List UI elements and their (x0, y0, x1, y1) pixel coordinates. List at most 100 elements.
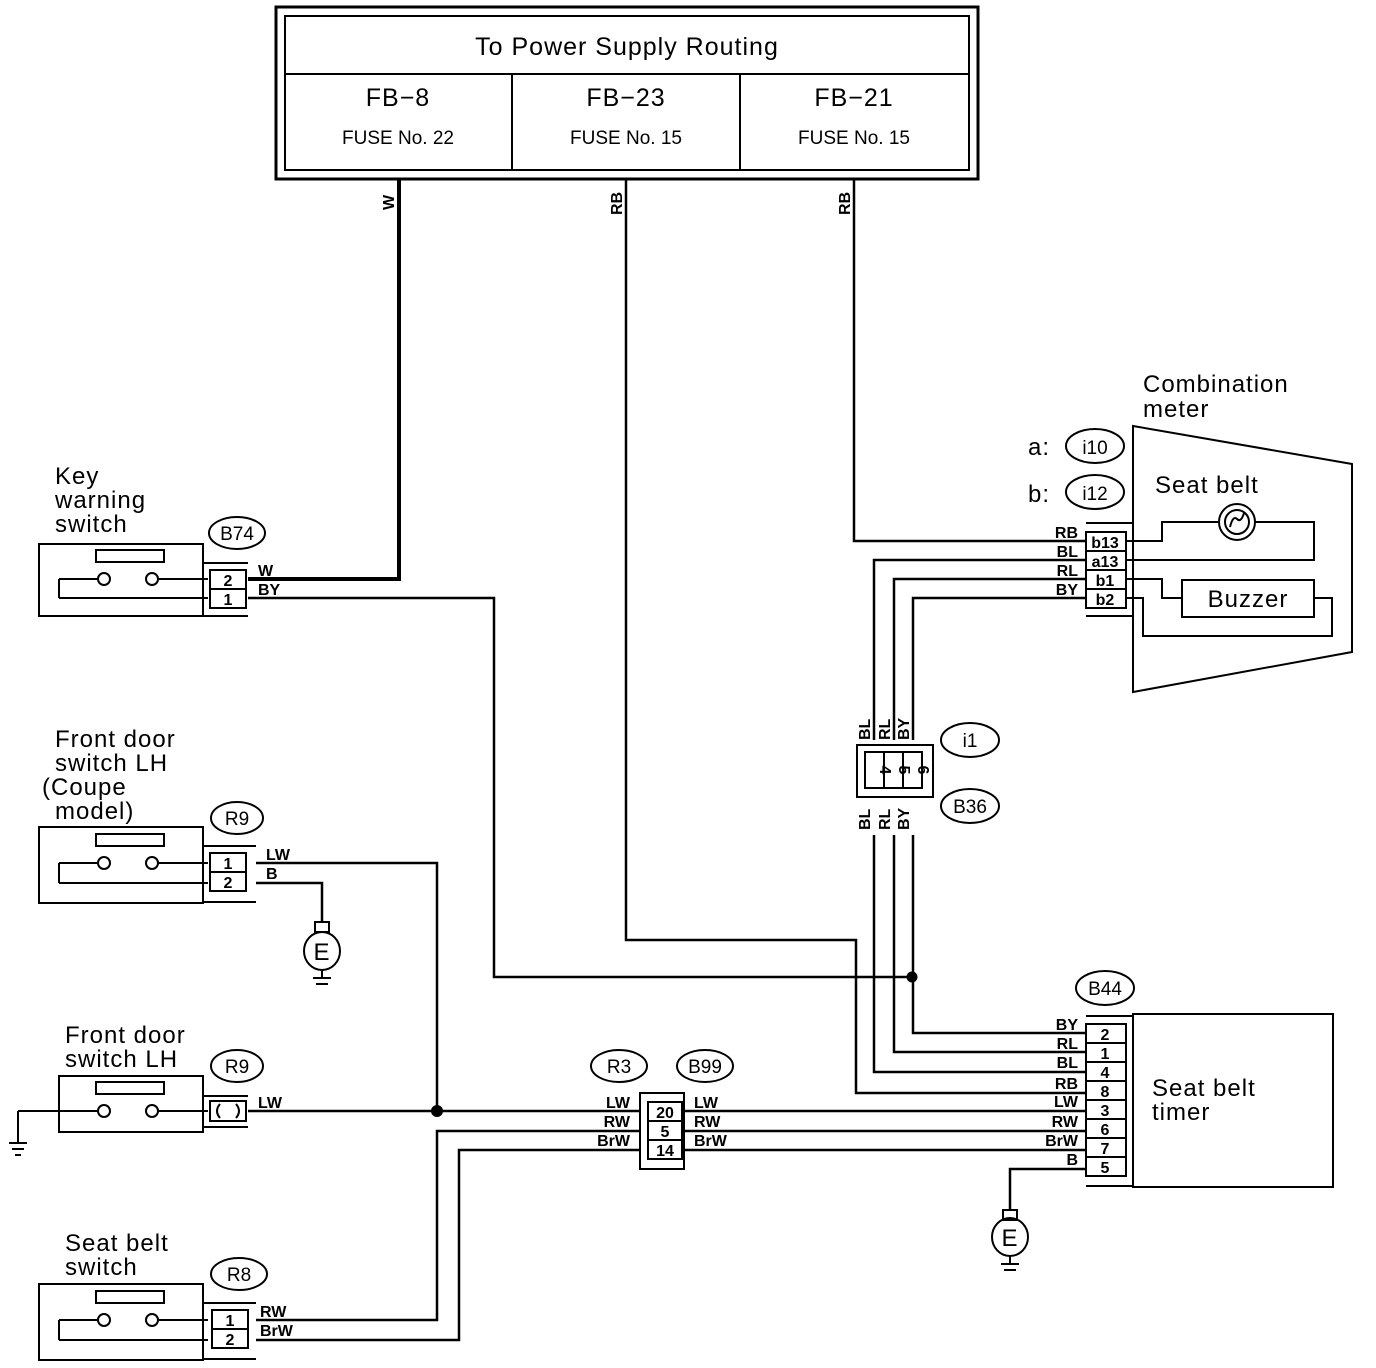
pin-r3-20: 20 (656, 1105, 674, 1122)
pin-r9-1: 1 (224, 856, 233, 873)
timer-label-2: timer (1152, 1099, 1210, 1126)
wire-bl-timer (872, 835, 1086, 1074)
wire-b-coupe (256, 881, 324, 922)
wire-label-by-b36: BY (896, 807, 913, 830)
front-door-switch: Front door switch LH R9 LW (9, 1022, 283, 1156)
coupe-label-3: (Coupe (42, 774, 127, 801)
wire-label-by-i1: BY (896, 717, 913, 740)
key-warning-label-2: warning (54, 487, 146, 514)
wire-label-rl-timer: RL (1057, 1036, 1079, 1053)
wire-label-rw-r3: RW (604, 1114, 631, 1131)
wire-rb-timer (624, 179, 1086, 1095)
wire-b-timer (1008, 1167, 1086, 1210)
meter-body (1132, 424, 1353, 694)
wire-label-rw-switch: RW (260, 1304, 287, 1321)
pin-meter-b2: b2 (1096, 592, 1115, 609)
wire-label-rl-b36: RL (877, 808, 894, 830)
fuse-block-2: FB−23 (586, 84, 665, 112)
wire-label-rb-meter: RB (1055, 525, 1078, 542)
pin-b44-3: 3 (1101, 1103, 1110, 1120)
wire-label-lw-b99: LW (694, 1095, 719, 1112)
pin-i1-4: 4 (876, 766, 893, 775)
connector-b36: B36 (953, 797, 987, 818)
connector-i10: i10 (1082, 438, 1107, 459)
switch-label-1: Seat belt (65, 1230, 169, 1257)
fuse-number-2: FUSE No. 15 (570, 128, 682, 149)
fuse-number-3: FUSE No. 15 (798, 128, 910, 149)
connector-r9: R9 (225, 1057, 249, 1078)
pin-meter-b13: b13 (1091, 535, 1119, 552)
feed-wire-label-rb1: RB (609, 192, 626, 215)
wire-label-b-timer: B (1066, 1152, 1078, 1169)
junction-dot-by (906, 971, 918, 983)
wire-label-by-meter: BY (1056, 582, 1079, 599)
pin-b44-7: 7 (1101, 1141, 1110, 1158)
key-warning-label-1: Key (55, 463, 99, 490)
coupe-label-2: switch LH (55, 750, 168, 777)
wire-label-rb-timer: RB (1055, 1076, 1078, 1093)
connector-b99: B99 (688, 1057, 722, 1078)
pin-i1-6: 6 (914, 766, 931, 775)
connector-i1: i1 (963, 731, 978, 752)
fuse-number-1: FUSE No. 22 (342, 128, 454, 149)
ground-label-coupe: E (313, 939, 330, 966)
pin-b44-5: 5 (1101, 1160, 1110, 1177)
seat-belt-lamp-label: Seat belt (1155, 472, 1259, 499)
wire-label-by: BY (258, 582, 281, 599)
seat-belt-timer: B44 Seat belt timer 2 1 4 8 3 6 7 5 BY R… (1045, 970, 1334, 1188)
meter-conn-a-prefix: a: (1028, 434, 1050, 461)
wire-label-rw-b99: RW (694, 1114, 721, 1131)
power-supply-title: To Power Supply Routing (475, 33, 779, 61)
door-label-1: Front door (65, 1022, 186, 1049)
pin-meter-b1: b1 (1096, 573, 1115, 590)
wire-by-key (248, 596, 912, 979)
key-warning-switch: Key warning switch B74 2 1 W BY (38, 463, 281, 617)
pin-r3-5: 5 (661, 1124, 670, 1141)
wire-label-b-coupe: B (266, 866, 278, 883)
wire-rb-meter (852, 179, 1086, 543)
wire-lw-coupe (256, 861, 439, 1111)
wire-rl-meter (892, 577, 1086, 740)
wire-label-rw-timer: RW (1052, 1114, 1079, 1131)
wire-bl-meter (872, 558, 1086, 740)
coupe-label-4: model) (55, 798, 134, 825)
wire-label-rl-meter: RL (1057, 563, 1079, 580)
connector-r9-coupe: R9 (225, 809, 249, 830)
wire-label-lw-door: LW (258, 1095, 283, 1112)
wire-label-brw-b99: BrW (694, 1133, 728, 1150)
coupe-label-1: Front door (55, 726, 176, 753)
pin-r3-14: 14 (656, 1143, 674, 1160)
wire-label-brw-timer: BrW (1045, 1133, 1079, 1150)
seat-belt-switch: Seat belt switch R8 1 2 RW BrW (38, 1230, 294, 1361)
switch-label-2: switch (65, 1254, 138, 1281)
feed-wire-label-rb2: RB (837, 192, 854, 215)
connector-r3-b99: R3 B99 20 5 14 LW RW BrW LW RW BrW (590, 1049, 734, 1170)
wire-label-rl-i1: RL (877, 718, 894, 740)
ground-symbol-timer: E (991, 1209, 1029, 1271)
ground-label-timer: E (1001, 1225, 1018, 1252)
pin-b74-1: 1 (224, 592, 233, 609)
pin-b44-2: 2 (1101, 1027, 1110, 1044)
junction-dot-lw (431, 1105, 443, 1117)
key-warning-label-3: switch (55, 511, 128, 538)
wire-label-bl-timer: BL (1057, 1055, 1079, 1072)
connector-b74: B74 (220, 524, 254, 545)
wire-label-brw-switch: BrW (260, 1323, 294, 1340)
wire-rw-switch (256, 1129, 640, 1322)
pin-b74-2: 2 (224, 573, 233, 590)
buzzer-label: Buzzer (1208, 586, 1289, 613)
wire-by-timer (911, 835, 1086, 1035)
wire-label-w: W (258, 563, 274, 580)
feed-wire-label-w: W (381, 194, 398, 210)
wire-brw-switch (256, 1148, 640, 1342)
wire-label-bl-b36: BL (857, 808, 874, 830)
combination-meter: Combination meter a: i10 b: i12 b13 a13 … (1028, 371, 1353, 694)
wire-label-bl-meter: BL (1057, 544, 1079, 561)
connector-b44: B44 (1088, 979, 1122, 1000)
wire-label-lw-r3: LW (606, 1095, 631, 1112)
meter-label-1: Combination (1143, 371, 1289, 398)
wire-label-lw-coupe: LW (266, 847, 291, 864)
door-label-2: switch LH (65, 1046, 178, 1073)
timer-label-1: Seat belt (1152, 1075, 1256, 1102)
pin-b44-4: 4 (1101, 1065, 1110, 1082)
